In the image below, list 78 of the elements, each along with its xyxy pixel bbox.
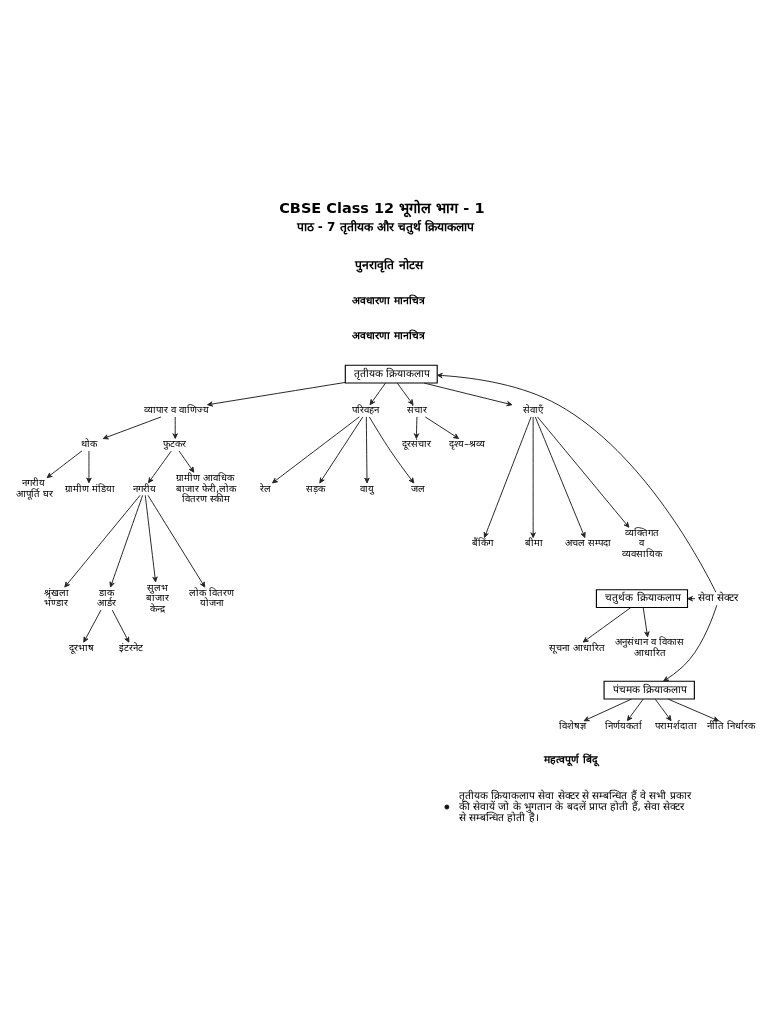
arrow (111, 609, 130, 643)
label: पाठ - 7 तृतीयक और चतुर्थ क्रियाकलाप (296, 220, 475, 235)
arrow (272, 416, 360, 484)
node-text: परिवहन (352, 404, 380, 416)
arrow (86, 450, 92, 484)
label: तृतीयक क्रियाकलाप सेवा सेक्टर से सम्बन्धित हैं वे सभी प्रकार की सेवायें जो के भुगतान के बदलें प्राप्त होती हैं, सेवा सेक्टर से सम्बन्धित होती है। (458, 788, 691, 824)
node-text: व्यापार व वाणिज्य (143, 404, 209, 416)
arrow (64, 494, 141, 588)
arrow (207, 381, 346, 407)
arrow (46, 450, 83, 479)
arrow (654, 698, 672, 722)
node-text: सूचना आधारित (548, 641, 605, 653)
node-text: वायु (360, 482, 375, 494)
node-text: संचार (406, 404, 427, 416)
arrow (687, 596, 696, 602)
arrow (396, 382, 414, 406)
arrow (148, 450, 172, 484)
node-text: दूरसंचार (401, 438, 431, 450)
node-text: इंटरनेट (119, 641, 144, 653)
node-text: सेवाएँ (523, 404, 544, 416)
arrow (537, 416, 630, 528)
arrow (663, 604, 718, 682)
arrow (530, 416, 536, 538)
diagram-title: CBSE Class 12 भूगोल भाग - 1 (279, 200, 485, 217)
arrow (424, 416, 460, 439)
node-text: थोक (80, 438, 97, 450)
arrow (102, 416, 162, 440)
node-box: चतुर्थक क्रियाकलाप (595, 589, 689, 609)
node-text: सड़क (306, 482, 326, 494)
arrow (583, 698, 632, 722)
arrow (109, 494, 144, 588)
arrow (437, 372, 717, 593)
label: अवधारणा मानचित्र (352, 294, 425, 307)
arrow (413, 416, 420, 439)
node-text: सुलभ बाजार केन्द्र (146, 581, 170, 614)
node-text: निर्णयकर्ता (605, 720, 643, 732)
node-text: अनुसंधान व विकास आधारित (614, 636, 685, 658)
node-text: नगरीय आपूर्ति घर (15, 477, 53, 499)
label: पुनरावृति नोटस (355, 257, 423, 272)
arrow (642, 607, 650, 638)
node-text: नीति निर्धारक (707, 720, 756, 732)
node-box: पंचमक क्रियाकलाप (603, 680, 695, 700)
node-text: रेल (259, 482, 271, 494)
node-text: सेवा सेक्टर (697, 591, 738, 604)
arrow (582, 607, 632, 643)
node-text: श्रृंखला भण्डार (43, 586, 69, 609)
arrow (423, 382, 513, 407)
node-text: नगरीय (132, 482, 156, 494)
node-box: तृतीयक क्रियाकलाप (344, 364, 438, 384)
node-text: दृश्य–श्रव्य (449, 438, 486, 450)
arrow (626, 698, 644, 722)
node-text: फुटकर (163, 438, 187, 450)
node-text: डाक आर्डर (96, 586, 116, 609)
arrow (534, 416, 586, 538)
node-text: बीमा (524, 537, 543, 549)
node-text: लोक वितरण योजना (189, 586, 235, 609)
arrow (667, 698, 719, 722)
arrow (178, 450, 195, 473)
arrow (364, 416, 370, 484)
arrow (83, 609, 102, 643)
arrow (147, 494, 206, 588)
node-text: अचल सम्पदा (564, 537, 611, 549)
node-text: व्यक्तिगत व व्यवसायिक (622, 526, 663, 559)
arrow (483, 416, 532, 538)
node-text: ग्रामीण मंडिया (64, 482, 115, 494)
label: अवधारणा मानचित्र (352, 329, 425, 342)
node-text: परामर्शदाता (654, 720, 697, 732)
node-text: जल (410, 482, 425, 494)
arrow (144, 494, 158, 583)
node-text: दूरभाष (68, 641, 94, 653)
arrow (319, 416, 364, 484)
node-text: बैंकिंग (471, 537, 493, 549)
arrow (368, 416, 415, 484)
arrow (172, 416, 178, 439)
node-text: विशेषज्ञ (559, 720, 587, 732)
label: महत्वपूर्ण बिंदू (544, 753, 599, 766)
node-text: ग्रामीण आवधिक बाजार फेरी,लोक वितरण स्कीम (176, 472, 237, 504)
arrow (369, 382, 386, 406)
